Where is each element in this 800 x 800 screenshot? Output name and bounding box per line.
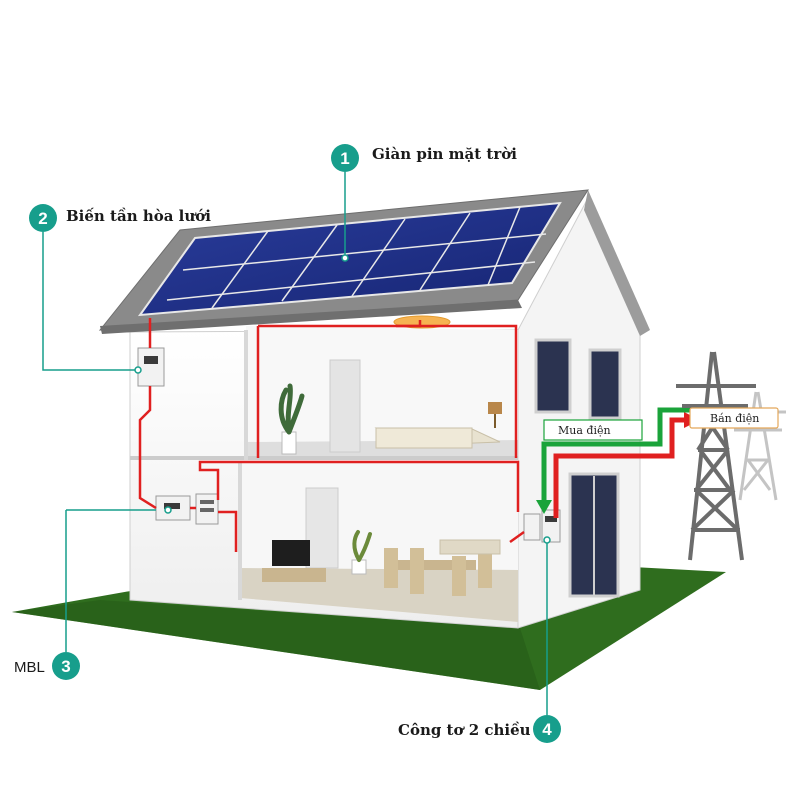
badge-2	[29, 204, 57, 232]
label-two-way-meter: Công tơ 2 chiều	[398, 721, 531, 739]
badge-3	[52, 652, 80, 680]
wiring	[138, 318, 525, 552]
callout-mbl: 3 MBL	[14, 652, 80, 680]
leader-lines	[42, 172, 548, 715]
lower-room-furniture	[262, 487, 501, 596]
label-mbl: MBL	[14, 659, 45, 676]
solar-anchor-dot	[341, 254, 349, 262]
mbl-device	[155, 493, 219, 525]
inverter-anchor-dot	[134, 366, 142, 374]
buy-arrow	[536, 407, 690, 514]
svg-text:Bán điện: Bán điện	[710, 412, 759, 425]
mbl-anchor-dot	[164, 506, 172, 514]
ground-shadow	[12, 600, 540, 690]
svg-text:1: 1	[340, 149, 349, 168]
upper-room-furniture	[278, 359, 502, 455]
solar-panel-array	[137, 201, 562, 317]
meter-anchor-dot	[543, 536, 551, 544]
svg-text:2: 2	[38, 209, 47, 228]
callout-solar: 1 Giàn pin mặt trời	[331, 144, 517, 172]
badge-1	[331, 144, 359, 172]
badge-4	[533, 715, 561, 743]
upper-room	[246, 326, 518, 458]
buy-electricity-label: Mua điện	[543, 419, 643, 441]
svg-text:4: 4	[542, 720, 552, 739]
side-windows	[534, 338, 622, 598]
sell-electricity-label: Bán điện	[689, 407, 779, 429]
roof-front-edge	[100, 300, 522, 334]
callout-meter: 4 Công tơ 2 chiều	[398, 715, 561, 743]
callout-inverter: 2 Biến tần hòa lưới	[29, 204, 211, 232]
svg-text:3: 3	[61, 657, 70, 676]
svg-text:Mua điện: Mua điện	[558, 424, 611, 437]
label-solar-panel: Giàn pin mặt trời	[372, 145, 517, 163]
roof-edge-right	[584, 190, 650, 336]
power-tower	[676, 351, 756, 561]
label-inverter: Biến tần hòa lưới	[66, 207, 211, 225]
inverter-device	[137, 347, 165, 387]
